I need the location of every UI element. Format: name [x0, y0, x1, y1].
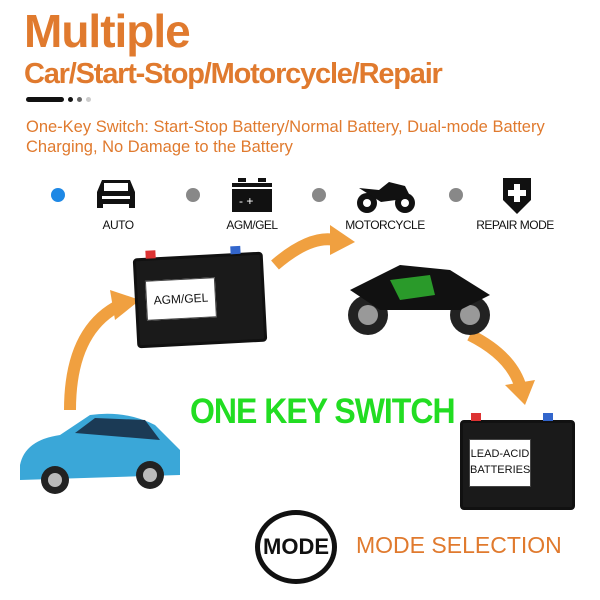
- mode-button[interactable]: MODE: [255, 510, 337, 584]
- agm-battery-image: AGM/GEL: [132, 245, 268, 349]
- subtitle: Car/Start-Stop/Motorcycle/Repair: [24, 58, 443, 90]
- mode-indicator-agm: [186, 188, 200, 202]
- mode-indicator-motorcycle: [312, 188, 326, 202]
- battery-icon: - +: [232, 178, 272, 212]
- svg-text:- +: - +: [239, 194, 253, 208]
- description: One-Key Switch: Start-Stop Battery/Norma…: [26, 118, 545, 156]
- mode-indicator-auto: [51, 188, 65, 202]
- shield-plus-icon: [503, 178, 531, 214]
- mode-label-repair: REPAIR MODE: [476, 218, 554, 232]
- slide-indicator: [26, 97, 91, 102]
- motorcycle-image: [348, 265, 490, 335]
- mode-indicator-repair: [449, 188, 463, 202]
- car-icon: [97, 180, 135, 208]
- title: Multiple: [24, 5, 191, 57]
- mode-label-agm: AGM/GEL: [226, 218, 278, 232]
- motorcycle-icon: [357, 182, 415, 213]
- car-image: [20, 413, 180, 494]
- mode-label-motorcycle: MOTORCYCLE: [345, 218, 425, 232]
- mode-label-auto: AUTO: [102, 218, 134, 232]
- lead-acid-battery-image: LEAD-ACID BATTERIES: [460, 413, 575, 510]
- one-key-switch-text: ONE KEY SWITCH: [190, 391, 456, 431]
- lead-acid-battery-label: LEAD-ACID BATTERIES: [469, 439, 531, 487]
- agm-battery-label: AGM/GEL: [144, 277, 217, 321]
- mode-selection-label: MODE SELECTION: [356, 532, 562, 558]
